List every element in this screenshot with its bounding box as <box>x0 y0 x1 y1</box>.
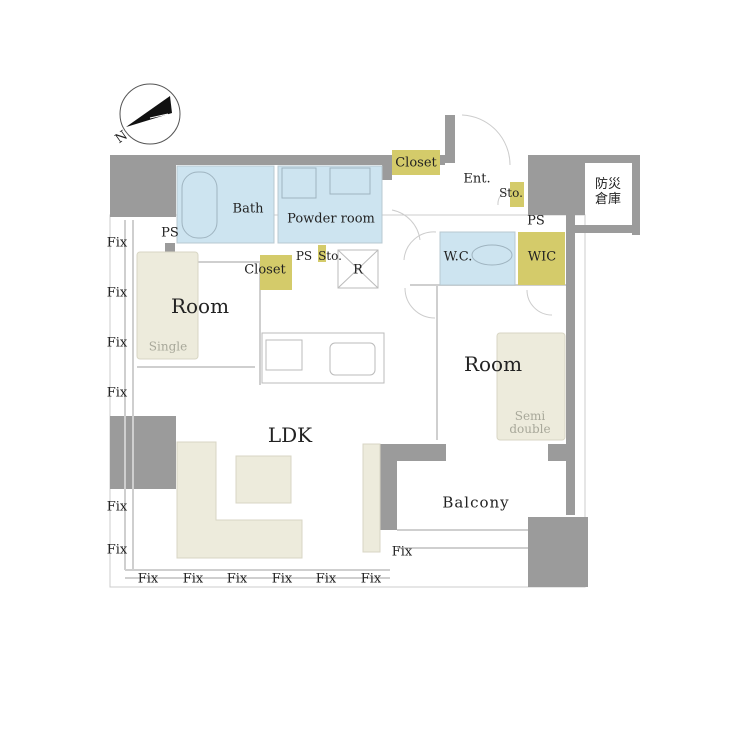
label-balcony: Balcony <box>442 493 510 512</box>
fix-window-label-balcony: Fix <box>391 544 413 560</box>
fix-window-label: Fix <box>271 571 293 587</box>
fix-window-label: Fix <box>226 571 248 587</box>
label-bath: Bath <box>232 201 264 217</box>
label-storage-kitchen: Sto. <box>318 249 342 263</box>
label-entrance: Ent. <box>463 171 491 187</box>
storage-areas <box>260 150 565 290</box>
furniture <box>136 251 566 559</box>
label-disaster-storage: 防災 倉庫 <box>594 177 622 207</box>
label-powder-room: Powder room <box>287 211 375 227</box>
fix-window-label: Fix <box>106 235 128 251</box>
walls <box>110 115 640 587</box>
label-wc: W.C. <box>443 249 473 265</box>
label-room-right: Room <box>463 352 523 376</box>
fix-window-label: Fix <box>106 285 128 301</box>
label-refrigerator: R <box>353 262 363 278</box>
kitchen-counter <box>261 332 385 384</box>
label-room-left: Room <box>170 294 230 318</box>
fix-window-label: Fix <box>137 571 159 587</box>
label-wic: WIC <box>527 249 557 265</box>
label-ldk: LDK <box>267 423 313 447</box>
fix-window-label: Fix <box>315 571 337 587</box>
fix-window-label: Fix <box>106 499 128 515</box>
fixtures <box>181 167 513 266</box>
fix-window-label: Fix <box>106 542 128 558</box>
refrigerator <box>337 249 379 289</box>
label-closet-left: Closet <box>244 262 286 278</box>
fix-window-label: Fix <box>360 571 382 587</box>
label-ps-kitchen: PS <box>295 249 313 263</box>
fix-window-label: Fix <box>182 571 204 587</box>
fix-window-label: Fix <box>106 385 128 401</box>
fix-window-label: Fix <box>106 335 128 351</box>
label-storage-entrance: Sto. <box>499 186 523 200</box>
label-ps-right: PS <box>527 213 545 229</box>
label-bed-semi-double: Semi double <box>509 408 551 436</box>
label-ps-left: PS <box>161 225 179 241</box>
label-bed-single: Single <box>148 339 188 354</box>
compass-icon <box>119 83 181 145</box>
label-closet-top: Closet <box>395 155 437 171</box>
